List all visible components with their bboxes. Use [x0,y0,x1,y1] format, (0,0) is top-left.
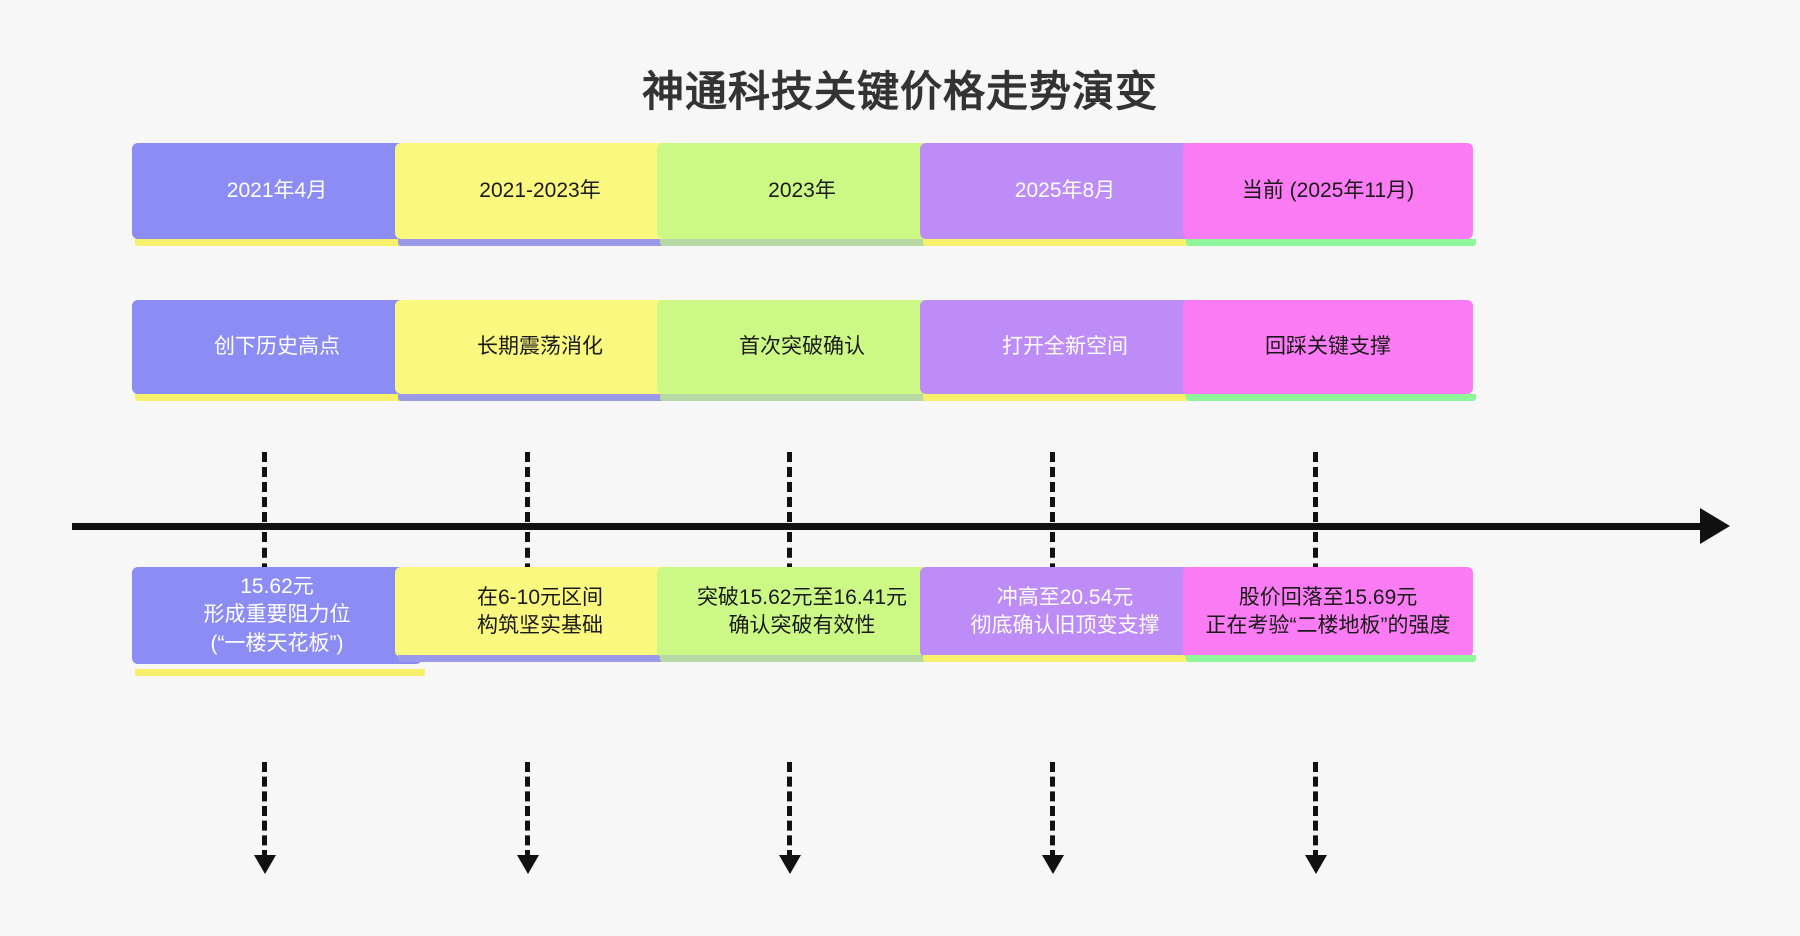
stage-event-card-edge [1186,394,1476,401]
stage-detail-card[interactable]: 冲高至20.54元 彻底确认旧顶变支撑 [920,567,1210,657]
stage-period-card-edge [923,239,1213,246]
stage-detail-label: 在6-10元区间 构筑坚实基础 [476,585,604,637]
stage-period-label: 2021-2023年 [479,178,601,202]
stage-detail-card[interactable]: 突破15.62元至16.41元 确认突破有效性 [657,567,947,657]
stage-event-label: 长期震荡消化 [477,334,603,358]
timeline-axis-arrow-icon [1700,508,1730,544]
stage-detail-card[interactable]: 15.62元 形成重要阻力位 (“一楼天花板”) [132,567,422,665]
stage-period-card[interactable]: 2021年4月 [132,143,422,239]
stage-connector-arrow-icon [779,855,801,874]
stage-connector-upper [1313,452,1318,522]
stage-detail-card[interactable]: 在6-10元区间 构筑坚实基础 [395,567,685,657]
stage-connector-arrow-icon [1305,855,1327,874]
stage-event-label: 打开全新空间 [1002,334,1128,358]
stage-period-card-edge [135,239,425,246]
stage-event-label: 回踩关键支撑 [1265,334,1391,358]
stage-event-label: 首次突破确认 [739,334,865,358]
stage-connector-upper [1050,452,1055,522]
stage-event-card[interactable]: 打开全新空间 [920,300,1210,394]
stage-detail-card-edge [1186,655,1476,662]
stage-event-card[interactable]: 首次突破确认 [657,300,947,394]
stage-connector-arrow-icon [517,855,539,874]
stage-period-label: 2021年4月 [226,178,328,202]
stage-detail-card-edge [660,655,950,662]
stage-event-card-edge [923,394,1213,401]
timeline-stage: 2025年8月打开全新空间冲高至20.54元 彻底确认旧顶变支撑 [920,0,1213,936]
stage-period-card[interactable]: 2021-2023年 [395,143,685,239]
stage-detail-label: 股价回落至15.69元 正在考验“二楼地板”的强度 [1205,585,1451,637]
stage-period-card[interactable]: 2025年8月 [920,143,1210,239]
stage-detail-card-edge [398,655,688,662]
stage-detail-label: 冲高至20.54元 彻底确认旧顶变支撑 [970,585,1160,637]
stage-connector-arrow-icon [1042,855,1064,874]
timeline-stage: 2023年首次突破确认突破15.62元至16.41元 确认突破有效性 [657,0,950,936]
stage-period-card[interactable]: 2023年 [657,143,947,239]
stage-connector-upper [787,452,792,522]
timeline-axis [72,523,1712,530]
stage-event-card-edge [398,394,688,401]
timeline-stage: 2021年4月创下历史高点 15.62元 形成重要阻力位 (“一楼天花板”) [132,0,425,936]
stage-period-label: 2023年 [768,178,836,202]
stage-event-card[interactable]: 长期震荡消化 [395,300,685,394]
timeline-stage: 当前 (2025年11月) 回踩关键支撑股价回落至15.69元 正在考验“二楼地板… [1183,0,1476,936]
stage-connector-upper [262,452,267,522]
stage-connector-lower [262,762,267,860]
stage-detail-card-edge [923,655,1213,662]
stage-detail-card-edge [135,669,425,676]
timeline-stage: 2021-2023年长期震荡消化在6-10元区间 构筑坚实基础 [395,0,688,936]
stage-period-card-edge [1186,239,1476,246]
stage-connector-lower [525,762,530,860]
stage-period-label: 当前 (2025年11月) [1241,178,1415,202]
stage-detail-label: 15.62元 形成重要阻力位 (“一楼天花板”) [203,575,351,655]
stage-connector-lower [1050,762,1055,860]
stage-period-card[interactable]: 当前 (2025年11月) [1183,143,1473,239]
stage-period-card-edge [398,239,688,246]
stage-detail-label: 突破15.62元至16.41元 确认突破有效性 [696,585,908,637]
stage-event-card-edge [660,394,950,401]
stage-event-card-edge [135,394,425,401]
stage-event-card[interactable]: 创下历史高点 [132,300,422,394]
stage-detail-card[interactable]: 股价回落至15.69元 正在考验“二楼地板”的强度 [1183,567,1473,657]
stage-period-label: 2025年8月 [1014,178,1116,202]
stage-connector-lower [787,762,792,860]
stage-event-label: 创下历史高点 [214,334,340,358]
stage-period-card-edge [660,239,950,246]
page-title: 神通科技关键价格走势演变 [641,68,1158,115]
stage-event-card[interactable]: 回踩关键支撑 [1183,300,1473,394]
stage-connector-arrow-icon [254,855,276,874]
stage-connector-lower [1313,762,1318,860]
stage-connector-upper [525,452,530,522]
